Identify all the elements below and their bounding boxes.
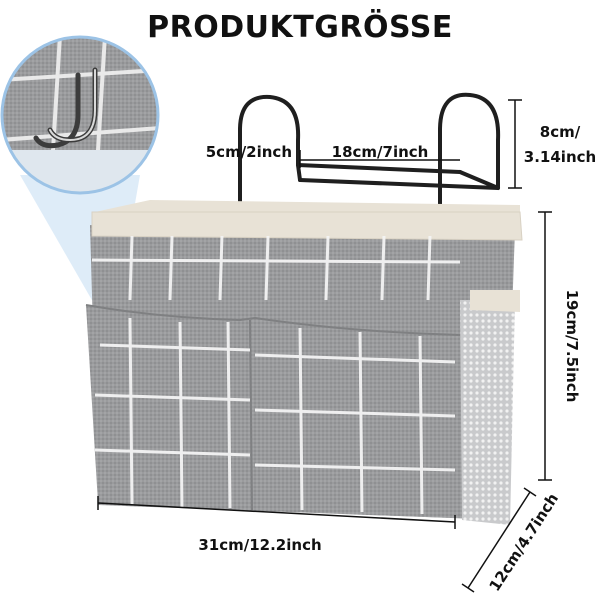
dimension-depth-top: 5cm/2inch — [206, 143, 292, 161]
dimension-hook-height-line — [508, 99, 522, 189]
page-title: PRODUKTGRÖSSE — [147, 10, 453, 45]
front-pockets — [85, 304, 461, 518]
metal-frame-icon — [238, 92, 501, 227]
dimension-top — [299, 150, 460, 168]
dimension-frame-width: 18cm/7inch — [332, 143, 429, 161]
dimension-hook-height-line1: 8cm/ — [540, 123, 581, 141]
dimension-basket-width: 31cm/12.2inch — [198, 536, 321, 554]
side-mesh-pocket — [460, 300, 515, 525]
dimension-basket-height-line — [538, 211, 552, 481]
basket-top-trim — [91, 211, 523, 241]
dimension-basket-height: 19cm/7.5inch — [563, 290, 581, 403]
dimension-basket-width-line — [97, 496, 456, 529]
dimension-basket-depth-line — [461, 487, 537, 593]
hook-detail-inset — [0, 35, 160, 195]
dimension-hook-height-line2: 3.14inch — [524, 148, 596, 166]
